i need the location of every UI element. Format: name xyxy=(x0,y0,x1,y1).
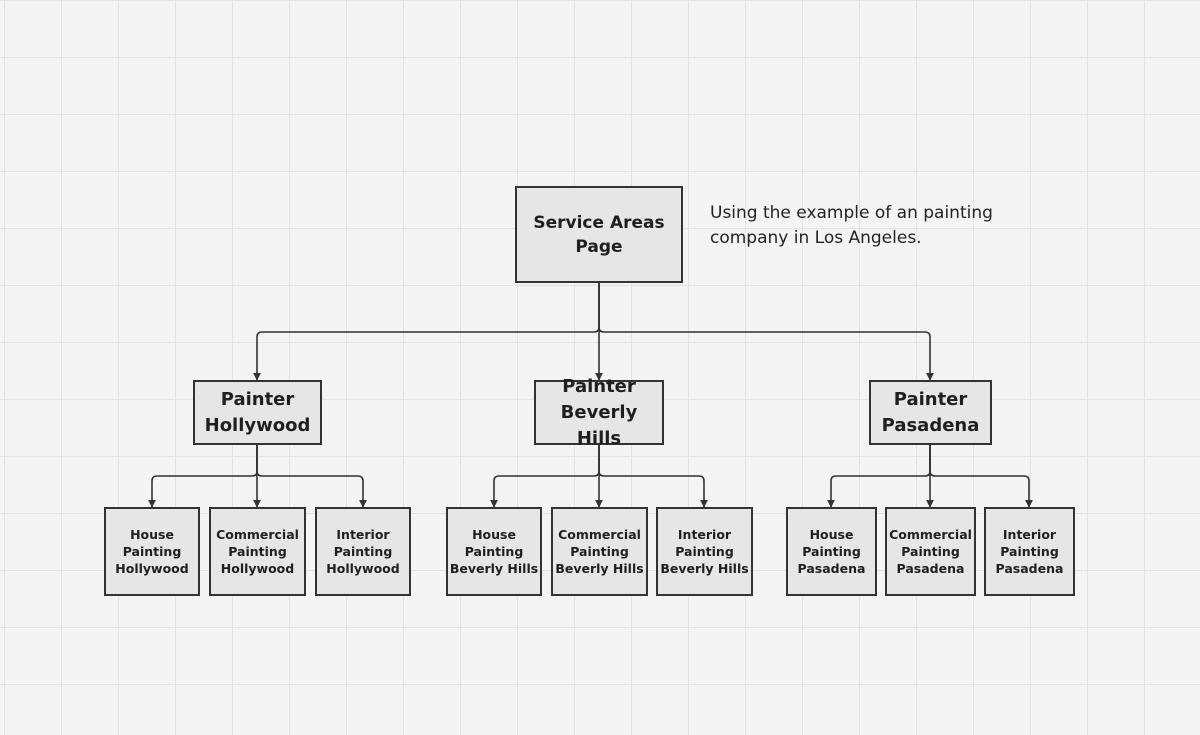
node-service-areas-page[interactable]: Service Areas Page xyxy=(515,186,683,283)
connector-hollywood-to-interior xyxy=(256,445,367,508)
connector-root-to-pasadena xyxy=(598,283,934,381)
node-painter-pasadena[interactable]: Painter Pasadena xyxy=(869,380,992,445)
node-house-painting-pasadena[interactable]: House Painting Pasadena xyxy=(786,507,877,596)
connector-root-to-hollywood xyxy=(253,283,600,381)
node-commercial-painting-beverly-hills[interactable]: Commercial Painting Beverly Hills xyxy=(551,507,648,596)
node-interior-painting-beverly-hills[interactable]: Interior Painting Beverly Hills xyxy=(656,507,753,596)
node-commercial-painting-hollywood[interactable]: Commercial Painting Hollywood xyxy=(209,507,306,596)
node-painter-hollywood[interactable]: Painter Hollywood xyxy=(193,380,322,445)
connector-beverly-hills-to-interior xyxy=(598,445,708,508)
connector-beverly-hills-to-house xyxy=(490,445,600,508)
connector-hollywood-to-house xyxy=(148,445,258,508)
node-interior-painting-pasadena[interactable]: Interior Painting Pasadena xyxy=(984,507,1075,596)
annotation-note[interactable]: Using the example of an painting company… xyxy=(710,203,993,248)
node-house-painting-hollywood[interactable]: House Painting Hollywood xyxy=(104,507,200,596)
node-painter-beverly-hills[interactable]: Painter Beverly Hills xyxy=(534,376,664,449)
node-interior-painting-hollywood[interactable]: Interior Painting Hollywood xyxy=(315,507,411,596)
node-house-painting-beverly-hills[interactable]: House Painting Beverly Hills xyxy=(446,507,542,596)
connector-pasadena-to-interior xyxy=(929,445,1033,508)
connector-pasadena-to-house xyxy=(827,445,931,508)
node-commercial-painting-pasadena[interactable]: Commercial Painting Pasadena xyxy=(885,507,976,596)
